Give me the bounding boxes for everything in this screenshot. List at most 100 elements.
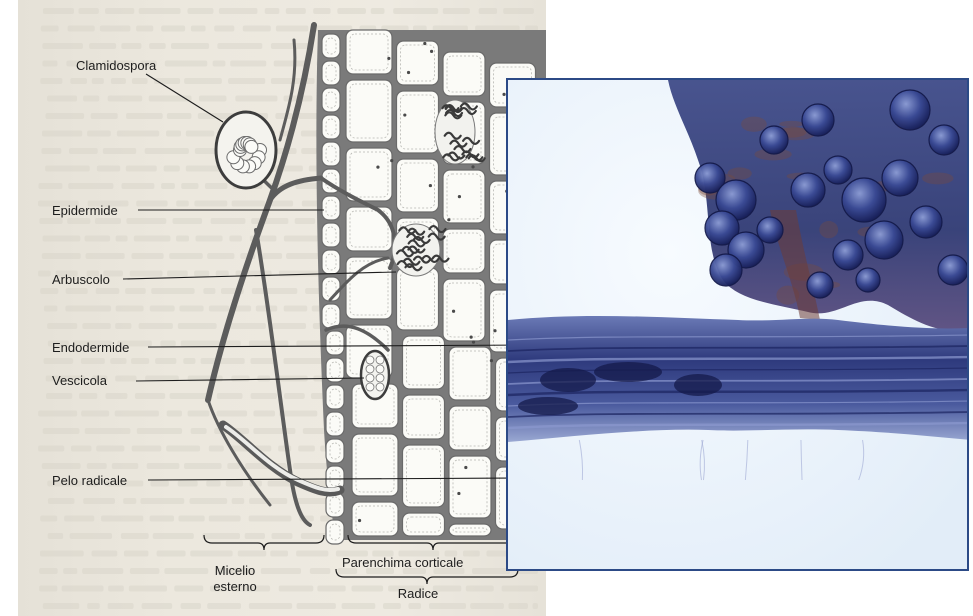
cell-nucleus [457, 492, 460, 495]
ghost-text-line [82, 323, 110, 329]
ghost-text-line [183, 358, 195, 364]
ghost-text-line [108, 96, 143, 102]
ghost-text-line [140, 498, 184, 504]
ghost-text-line [201, 358, 245, 364]
ghost-text-line [122, 183, 155, 189]
ghost-text-line [250, 358, 276, 364]
cortex-cell [443, 170, 485, 223]
ghost-text-line [166, 446, 200, 452]
root-mycorrhiza-diagram [18, 0, 546, 616]
cortex-cell [346, 30, 392, 74]
ghost-text-line [164, 568, 208, 574]
ghost-text-line [279, 411, 317, 417]
ghost-text-line [96, 446, 124, 452]
spore [890, 90, 930, 130]
ghost-text-line [284, 393, 305, 399]
ghost-text-line [108, 586, 124, 592]
ghost-text-line [39, 586, 57, 592]
ghost-text-line [167, 113, 192, 119]
vesicle-droplet [376, 356, 384, 364]
ghost-text-line [47, 96, 77, 102]
brown-tissue-patch [728, 167, 752, 179]
label-chlamydospore: Clamidospora [76, 58, 156, 73]
ghost-text-line [209, 446, 224, 452]
ghost-text-line [231, 376, 249, 382]
ghost-text-line [117, 131, 159, 137]
ghost-text-line [207, 603, 241, 609]
spore [824, 156, 852, 184]
label-endodermis: Endodermide [52, 340, 129, 355]
ghost-text-line [139, 8, 181, 14]
ghost-text-line [206, 481, 220, 487]
ghost-text-line [40, 516, 57, 522]
ghost-text-line [116, 236, 128, 242]
ghost-text-line [44, 306, 57, 312]
cortex-cell [352, 502, 398, 536]
ghost-text-line [317, 586, 345, 592]
cell-nucleus [376, 166, 379, 169]
spore [856, 268, 880, 292]
ghost-text-line [81, 411, 109, 417]
cell-nucleus [464, 466, 467, 469]
ghost-text-line [184, 463, 222, 469]
ghost-text-line [150, 481, 168, 487]
ghost-text-line [64, 516, 94, 522]
ghost-text-line [136, 201, 167, 207]
spore [938, 255, 968, 285]
ghost-text-line [38, 446, 64, 452]
vesicle-droplet [366, 356, 374, 364]
ghost-text-line [40, 551, 84, 557]
ghost-text-line [257, 376, 270, 382]
brown-tissue-patch [819, 221, 838, 238]
cortex-cell [346, 148, 392, 201]
ghost-text-line [178, 516, 204, 522]
ghost-text-line [132, 78, 148, 84]
ghost-text-line [284, 358, 326, 364]
ghost-text-line [44, 358, 74, 364]
ghost-text-line [253, 411, 275, 417]
ghost-text-line [207, 253, 234, 259]
ghost-text-line [87, 463, 107, 469]
ghost-text-line [91, 113, 118, 119]
ghost-text-line [126, 113, 163, 119]
cortex-cell [443, 279, 485, 341]
ghost-text-line [226, 481, 243, 487]
ghost-text-line [232, 201, 265, 207]
ghost-text-line [217, 43, 262, 49]
spore [807, 272, 833, 298]
brown-tissue-patch [922, 172, 953, 184]
ghost-text-line [173, 218, 203, 224]
ghost-text-line [126, 166, 157, 172]
ghost-text-line [271, 43, 312, 49]
cell-nucleus [423, 42, 426, 45]
ghost-text-line [139, 323, 173, 329]
spore [929, 125, 959, 155]
cortex-cell [397, 268, 439, 330]
spore [710, 254, 742, 286]
ghost-text-line [295, 218, 316, 224]
ghost-text-line [170, 393, 208, 399]
ghost-text-line [79, 8, 99, 14]
ghost-text-line [274, 61, 308, 67]
label-external-mycelium-line1: Micelio [204, 563, 266, 578]
chlamydospore-lipid-droplet [245, 140, 258, 153]
ghost-text-line [217, 393, 243, 399]
ghost-text-line [46, 113, 85, 119]
ghost-text-line [87, 603, 100, 609]
ghost-text-line [190, 498, 228, 504]
ghost-text-line [115, 411, 159, 417]
ghost-text-line [48, 533, 64, 539]
micrograph-photo [506, 78, 969, 571]
ghost-text-line [297, 603, 336, 609]
ghost-text-line [83, 96, 99, 102]
spore [757, 217, 783, 243]
cell-nucleus [447, 218, 450, 221]
ghost-text-line [176, 236, 189, 242]
ghost-text-line [186, 131, 214, 137]
cell-nucleus [471, 165, 474, 168]
ghost-text-line [191, 26, 206, 32]
ghost-text-line [272, 323, 306, 329]
ghost-text-line [216, 271, 229, 277]
ghost-text-line [533, 603, 538, 609]
label-cortical-parenchyma: Parenchima corticale [342, 555, 463, 570]
